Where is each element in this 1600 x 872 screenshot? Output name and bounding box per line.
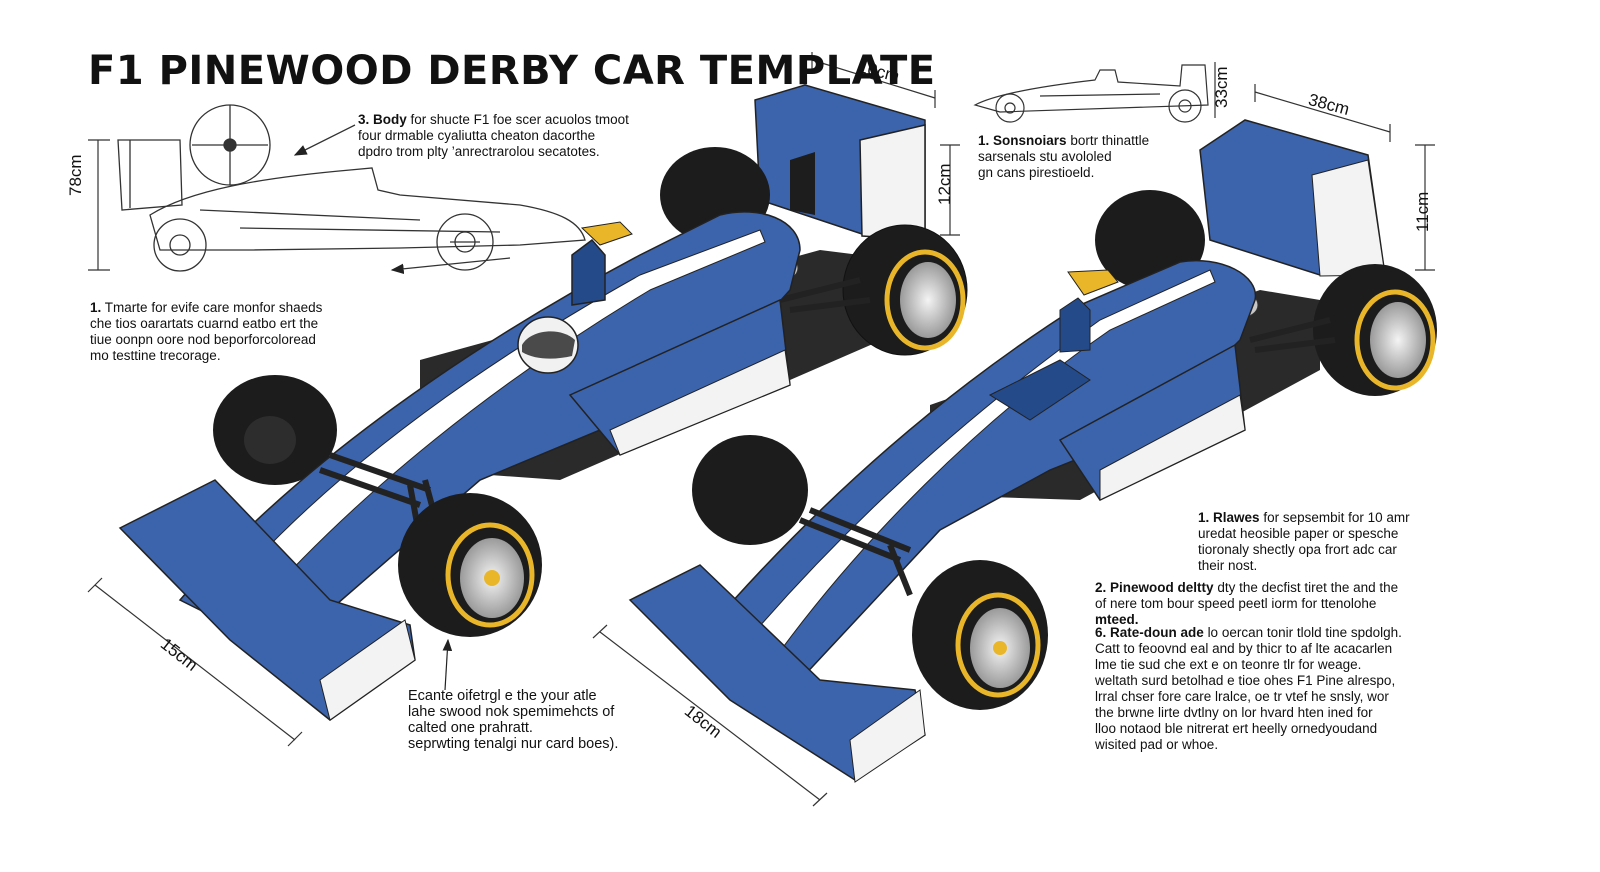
dim-right-car-height: 11cm (1413, 191, 1432, 232)
note-rate: 6. Rate-doun ade lo oercan tonir tlold t… (1095, 625, 1402, 752)
right-car (628, 119, 1437, 783)
dimension-lines (87, 52, 1435, 807)
left-car (118, 84, 968, 721)
small-side-view-drawing (973, 62, 1216, 123)
note-sonsnoats: 1. Sonsnoiars bortr thinattle sarsenals … (978, 133, 1150, 180)
note-left-side: 1. Tmarte for evife care monfor shaeds c… (90, 300, 323, 363)
note-pinewood: 2. Pinewood deltty dty the decfist tiret… (1095, 580, 1399, 627)
note-rlawes: 1. Rlawes for sepsembit for 10 amr ureda… (1198, 510, 1410, 573)
side-view-dimension-line (88, 139, 110, 271)
page-title: F1 PINEWOOD DERBY CAR TEMPLATE (88, 48, 936, 94)
dim-right-side-height: 33cm (1212, 66, 1231, 108)
dim-side-height: 78cm (66, 154, 85, 196)
dim-left-car-height: 12cm (935, 163, 954, 205)
side-view-drawing (117, 104, 586, 274)
note-bottom-center: Ecante oifetrgl e the your atle lahe swo… (408, 688, 619, 752)
note-body: 3. Body for shucte F1 foe scer acuolos t… (358, 112, 629, 159)
